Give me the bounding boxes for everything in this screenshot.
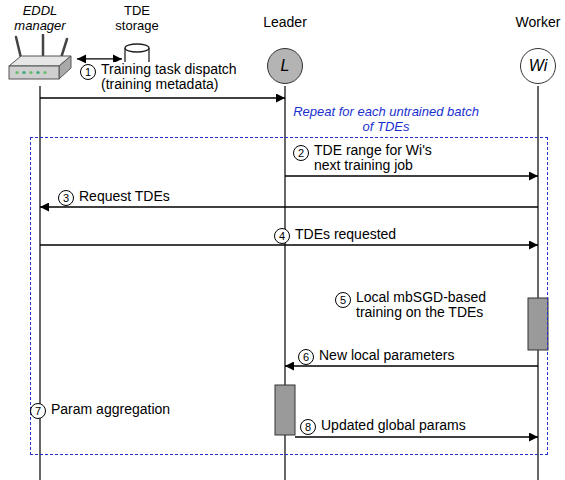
callout-number: 4 [274, 228, 290, 244]
callout-number: 8 [300, 419, 316, 435]
participant: EDDL manager [5, 4, 75, 84]
message-arrow [295, 436, 538, 437]
message-arrow [40, 206, 538, 207]
lifelines [40, 86, 538, 480]
participant-symbol: L [281, 57, 290, 75]
message-label: TDEs requested [294, 227, 397, 242]
callout-number: 5 [335, 292, 351, 308]
messages [40, 59, 538, 437]
message-arrow [40, 244, 538, 245]
message-label: Updated global params [320, 418, 467, 433]
participant-name: Worker [498, 14, 565, 30]
message-label: Training task dispatch (training metadat… [100, 62, 252, 93]
participant-circle: L [267, 48, 303, 84]
participant: WorkerWi [498, 14, 565, 84]
loop-label: Repeat for each untrained batch of TDEs [291, 105, 481, 135]
message-label: Request TDEs [78, 189, 171, 204]
message-label: New local parameters [318, 348, 455, 363]
message-label: TDE range for Wi's next training job [313, 143, 455, 174]
participant-name: Leader [245, 14, 325, 30]
participant: LeaderL [245, 14, 325, 84]
callout-number: 6 [298, 349, 314, 365]
callout-number: 3 [58, 190, 74, 206]
step-note: Param aggregation [50, 402, 171, 417]
message-arrow [77, 58, 122, 59]
participant-circle: Wi [520, 48, 556, 84]
router-icon [5, 34, 75, 84]
callout-number: 7 [30, 403, 46, 419]
participant-symbol: Wi [529, 57, 548, 75]
callout-number: 2 [293, 145, 309, 161]
message-arrow [40, 97, 285, 98]
message-arrow [285, 175, 538, 176]
participant-name: TDE storage [115, 4, 159, 34]
message-arrow [285, 365, 538, 366]
callout-number: 1 [80, 64, 96, 80]
step-note: Local mbSGD-based training on the TDEs [355, 290, 527, 321]
participant-name: EDDL manager [8, 4, 72, 34]
